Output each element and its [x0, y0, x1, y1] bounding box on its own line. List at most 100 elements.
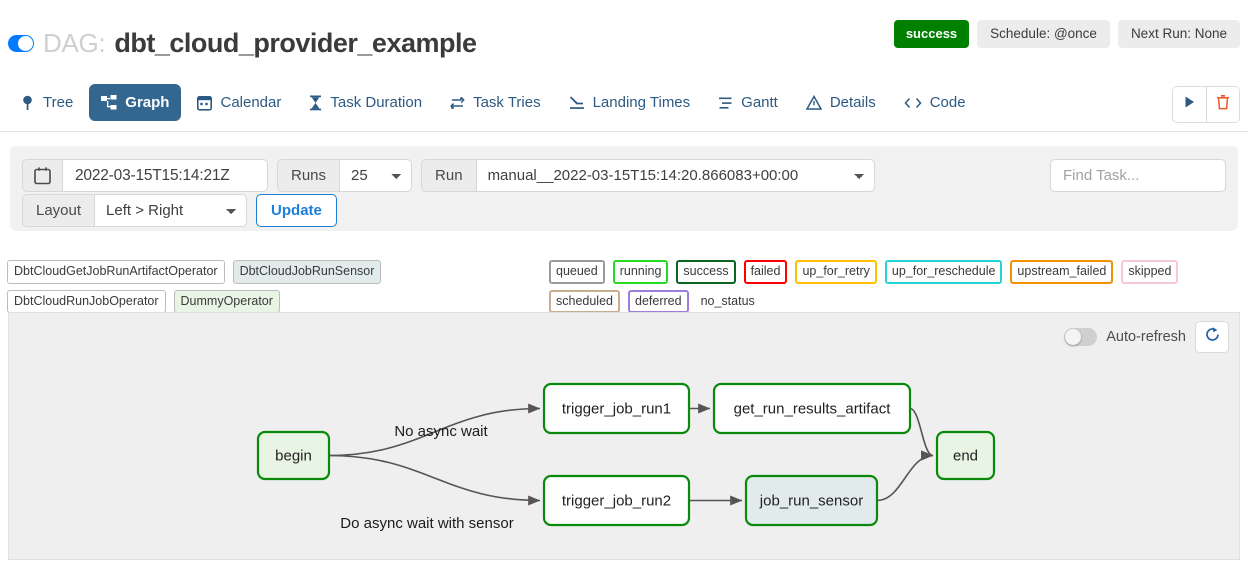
- layout-label: Layout: [22, 194, 96, 227]
- code-icon: [904, 95, 922, 111]
- layout-group: Layout Left > Right: [22, 194, 248, 227]
- state-legend-chip[interactable]: up_for_reschedule: [884, 260, 1003, 284]
- filter-row-layout: Layout Left > Right Update: [22, 194, 337, 227]
- tab-label: Tree: [43, 94, 74, 111]
- graph-node-label: end: [953, 447, 978, 464]
- graph-icon: [101, 94, 117, 111]
- status-badge: success: [893, 20, 970, 48]
- operator-legend-chip[interactable]: DbtCloudJobRunSensor: [232, 260, 382, 284]
- graph-panel: Auto-refresh begin trigger_job_run1 get_ru…: [8, 312, 1240, 560]
- filter-row-primary: Runs 25 Run manual__2022-03-15T15:14:20.…: [22, 159, 875, 192]
- graph-toolbar: Auto-refresh: [1064, 321, 1229, 353]
- tab-task-duration[interactable]: Task Duration: [297, 84, 434, 121]
- tab-tree[interactable]: Tree: [8, 84, 85, 121]
- run-group: Run manual__2022-03-15T15:14:20.866083+0…: [421, 159, 875, 192]
- tab-code[interactable]: Code: [892, 84, 978, 121]
- trigger-dag-button[interactable]: [1173, 87, 1206, 122]
- runs-select[interactable]: 25: [340, 159, 413, 192]
- operator-legend-chip[interactable]: DbtCloudGetJobRunArtifactOperator: [7, 260, 225, 284]
- graph-node[interactable]: trigger_job_run2: [542, 474, 691, 527]
- page-title: DAG: dbt_cloud_provider_example: [8, 28, 477, 59]
- play-icon: [1183, 95, 1196, 114]
- state-legend: queued running success failed up_for_retry up…: [549, 260, 1244, 313]
- base-date-input[interactable]: [63, 159, 268, 192]
- page-header: DAG: dbt_cloud_provider_example success …: [0, 0, 1248, 72]
- graph-node[interactable]: job_run_sensor: [744, 474, 879, 527]
- calendar-icon[interactable]: [22, 159, 63, 192]
- graph-edge-labels: No async wait Do async wait with sensor: [340, 423, 513, 532]
- dag-graph[interactable]: begin trigger_job_run1 get_run_results_art…: [9, 313, 1241, 561]
- dag-action-buttons: [1172, 86, 1240, 123]
- graph-node-label: job_run_sensor: [759, 492, 863, 509]
- tab-label: Gantt: [741, 94, 778, 111]
- tab-task-tries[interactable]: Task Tries: [438, 84, 553, 121]
- tab-label: Details: [829, 94, 876, 111]
- warning-triangle-icon: [805, 94, 822, 111]
- schedule-badge: Schedule: @once: [977, 20, 1110, 48]
- operator-legend-chip[interactable]: DbtCloudRunJobOperator: [7, 289, 166, 313]
- auto-refresh-toggle[interactable]: [1064, 328, 1098, 346]
- refresh-icon: [1204, 326, 1221, 348]
- state-legend-chip[interactable]: scheduled: [549, 289, 620, 313]
- filter-toolbar: Runs 25 Run manual__2022-03-15T15:14:20.…: [10, 146, 1238, 231]
- graph-edge-label: Do async wait with sensor: [340, 515, 513, 532]
- gantt-icon: [718, 95, 733, 111]
- refresh-button[interactable]: [1195, 321, 1229, 353]
- tab-label: Code: [929, 94, 966, 111]
- graph-node-label: get_run_results_artifact: [734, 400, 892, 417]
- dag-name-label: dbt_cloud_provider_example: [114, 28, 477, 58]
- hourglass-icon: [309, 95, 322, 111]
- tab-gantt[interactable]: Gantt: [706, 84, 790, 121]
- run-label: Run: [421, 159, 477, 192]
- graph-nodes: begin trigger_job_run1 get_run_results_art…: [256, 382, 996, 527]
- trash-icon: [1216, 94, 1230, 115]
- auto-refresh-label: Auto-refresh: [1106, 329, 1186, 345]
- graph-edge: [876, 450, 934, 502]
- graph-node[interactable]: end: [935, 430, 996, 481]
- graph-edge: [328, 454, 541, 506]
- dag-prefix-label: DAG:: [43, 28, 106, 58]
- state-legend-chip[interactable]: queued: [549, 260, 605, 284]
- layout-select[interactable]: Left > Right: [95, 194, 248, 227]
- state-legend-chip[interactable]: upstream_failed: [1010, 260, 1114, 284]
- tab-label: Landing Times: [592, 94, 691, 111]
- next-run-badge: Next Run: None: [1117, 20, 1240, 48]
- graph-node[interactable]: trigger_job_run1: [542, 382, 691, 435]
- graph-edge-label: No async wait: [394, 423, 488, 440]
- tab-label: Calendar: [220, 94, 282, 111]
- tab-calendar[interactable]: Calendar: [185, 84, 293, 121]
- state-legend-chip[interactable]: running: [612, 260, 669, 284]
- graph-node-label: trigger_job_run1: [562, 400, 671, 417]
- update-button[interactable]: Update: [256, 194, 337, 227]
- state-legend-chip[interactable]: no_status: [700, 293, 755, 308]
- run-select[interactable]: manual__2022-03-15T15:14:20.866083+00:00: [476, 159, 875, 192]
- graph-edge: [909, 407, 934, 461]
- tab-label: Task Duration: [330, 94, 423, 111]
- tab-label: Task Tries: [473, 94, 541, 111]
- dag-tabs: Tree Graph: [8, 84, 978, 121]
- search-input[interactable]: [1050, 159, 1226, 192]
- retry-icon: [450, 95, 465, 111]
- graph-edge: [328, 403, 541, 457]
- state-legend-chip[interactable]: success: [676, 260, 736, 284]
- graph-node[interactable]: get_run_results_artifact: [712, 382, 912, 435]
- state-legend-chip[interactable]: up_for_retry: [795, 260, 877, 284]
- runs-label: Runs: [277, 159, 341, 192]
- state-legend-chip[interactable]: deferred: [628, 289, 689, 313]
- runs-group: Runs 25: [277, 159, 413, 192]
- header-badge-group: success Schedule: @once Next Run: None: [893, 20, 1240, 48]
- operator-legend-chip[interactable]: DummyOperator: [173, 289, 280, 313]
- landing-icon: [569, 95, 585, 111]
- state-legend-chip[interactable]: skipped: [1121, 260, 1179, 284]
- dag-paused-toggle[interactable]: [8, 35, 34, 52]
- state-legend-chip[interactable]: failed: [743, 260, 788, 284]
- tab-landing-times[interactable]: Landing Times: [557, 84, 703, 121]
- tree-icon: [20, 95, 35, 111]
- graph-edges: [328, 403, 934, 506]
- delete-dag-button[interactable]: [1206, 87, 1239, 122]
- graph-node[interactable]: begin: [256, 430, 331, 481]
- tab-label: Graph: [125, 94, 170, 111]
- tab-details[interactable]: Details: [794, 84, 888, 121]
- tab-graph[interactable]: Graph: [89, 84, 182, 121]
